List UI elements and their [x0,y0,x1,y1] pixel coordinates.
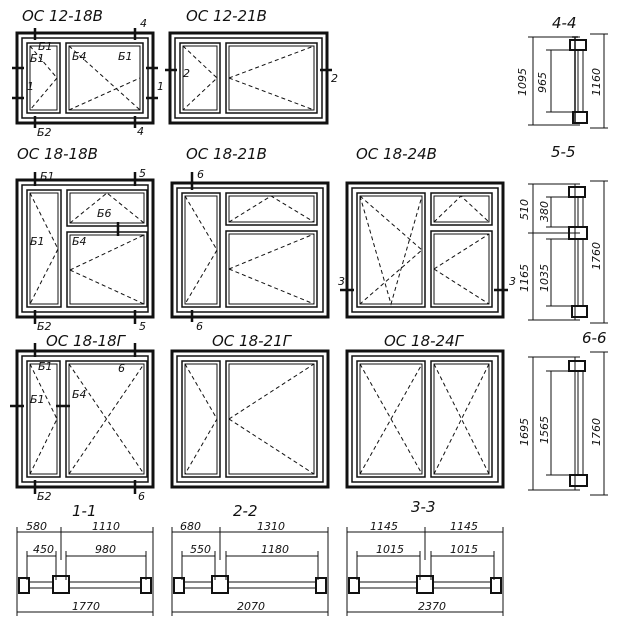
label-marks-m2: 2 [331,72,338,85]
label-dims_22-total: 2070 [237,600,265,613]
label-marks-b1: Б1 [30,393,45,406]
label-dims_55-bottom_inner: 1035 [538,264,551,292]
label-marks-b1: Б1 [40,170,55,183]
section-title-4-4: 4-4 [552,14,577,32]
label-dims_11-total: 1770 [72,600,100,613]
label-dims_55-top: 510 [518,199,531,220]
window-os12-18v: ОС 12-18В Б1 Б1 Б4 Б1 1 1 4 4 Б2 [12,7,164,139]
label-dims_11-right: 1110 [92,520,120,533]
label-dims_22-right_inner: 1180 [261,543,289,556]
label-dims_11-left_inner: 450 [33,543,54,556]
label-marks-m5: 5 [139,167,146,180]
label-dims_33-left: 1145 [370,520,398,533]
label-marks-b1: Б1 [118,50,133,63]
window-title-os18-21g: ОС 18-21Г [212,332,293,350]
label-marks-m1: 1 [27,80,34,93]
section-1-1: 1-1 580 1110 450 980 1770 [16,502,154,616]
section-2-2: 2-2 680 1310 550 1180 2070 [171,502,329,616]
label-marks-b2: Б2 [37,490,52,503]
window-title-os12-18v: ОС 12-18В [22,7,103,25]
label-dims_11-left: 580 [26,520,47,533]
window-os18-18g: ОС 18-18Г Б1 Б1 Б4 6 6 Б2 [10,332,155,503]
window-title-os18-18v: ОС 18-18В [17,145,98,163]
label-marks-b1: Б1 [30,52,45,65]
label-dims_22-left: 680 [180,520,201,533]
label-marks-m6: 6 [138,490,145,503]
label-marks-m6: 6 [118,362,125,375]
label-dims_55-top_inner: 380 [538,201,551,222]
label-dims_44-outer: 1160 [590,68,603,96]
label-dims_11-right_inner: 980 [95,543,116,556]
label-marks-b4: Б4 [72,50,87,63]
section-title-2-2: 2-2 [233,502,258,520]
label-dims_55-bottom: 1165 [518,264,531,292]
window-title-os18-24g: ОС 18-24Г [384,332,465,350]
label-dims_44-inner: 965 [536,72,549,93]
label-dims_33-left_inner: 1015 [376,543,404,556]
label-marks-m6: 6 [197,168,204,181]
label-dims_55-total: 1760 [590,242,603,270]
label-marks-b1: Б1 [38,360,53,373]
label-marks-m4: 4 [140,17,147,30]
window-os18-24g: ОС 18-24Г [345,332,505,489]
label-marks-m5: 5 [139,320,146,333]
label-marks-m3: 3 [338,275,345,288]
label-dims_33-right_inner: 1015 [450,543,478,556]
window-os18-21v: ОС 18-21В 6 6 [170,145,330,333]
label-marks-b1: Б1 [38,40,53,53]
section-title-6-6: 6-6 [582,329,607,347]
label-marks-b2: Б2 [37,126,52,139]
label-marks-m4: 4 [137,125,144,138]
label-marks-b4: Б4 [72,235,87,248]
section-title-3-3: 3-3 [411,498,436,516]
label-marks-m2: 2 [183,67,190,80]
section-4-4: 4-4 1095 965 1160 [516,14,608,129]
section-5-5: 5-5 510 380 1165 1035 1760 [518,143,608,324]
label-dims_66-total: 1760 [590,418,603,446]
section-3-3: 3-3 1145 1145 1015 1015 2370 [346,498,504,616]
window-title-os18-24v: ОС 18-24В [356,145,437,163]
window-title-os12-21v: ОС 12-21В [186,7,267,25]
window-title-os18-18g: ОС 18-18Г [46,332,127,350]
window-title-os18-21v: ОС 18-21В [186,145,267,163]
label-dims_22-right: 1310 [257,520,285,533]
label-marks-b2: Б2 [37,320,52,333]
window-os18-18v: ОС 18-18В Б1 Б1 Б4 Б6 5 5 Б2 [15,145,155,333]
window-os12-21v: ОС 12-21В 2 2 [165,7,338,125]
label-dims_33-total: 2370 [418,600,446,613]
window-os18-24v: ОС 18-24В 3 3 [338,145,516,319]
label-dims_22-left_inner: 550 [190,543,211,556]
section-title-1-1: 1-1 [72,502,97,520]
label-dims_33-right: 1145 [450,520,478,533]
label-marks-m1: 1 [157,80,164,93]
label-marks-m3: 3 [509,275,516,288]
label-marks-b4: Б4 [72,388,87,401]
window-os18-21g: ОС 18-21Г [170,332,330,489]
section-6-6: 6-6 1695 1565 1760 [518,329,608,496]
label-marks-b1: Б1 [30,235,45,248]
label-dims_66-mid: 1695 [518,418,531,446]
label-dims_66-inner: 1565 [538,416,551,444]
label-marks-m6: 6 [196,320,203,333]
label-dims_44-mid: 1095 [516,68,529,96]
label-marks-b6: Б6 [97,207,112,220]
section-title-5-5: 5-5 [551,143,576,161]
